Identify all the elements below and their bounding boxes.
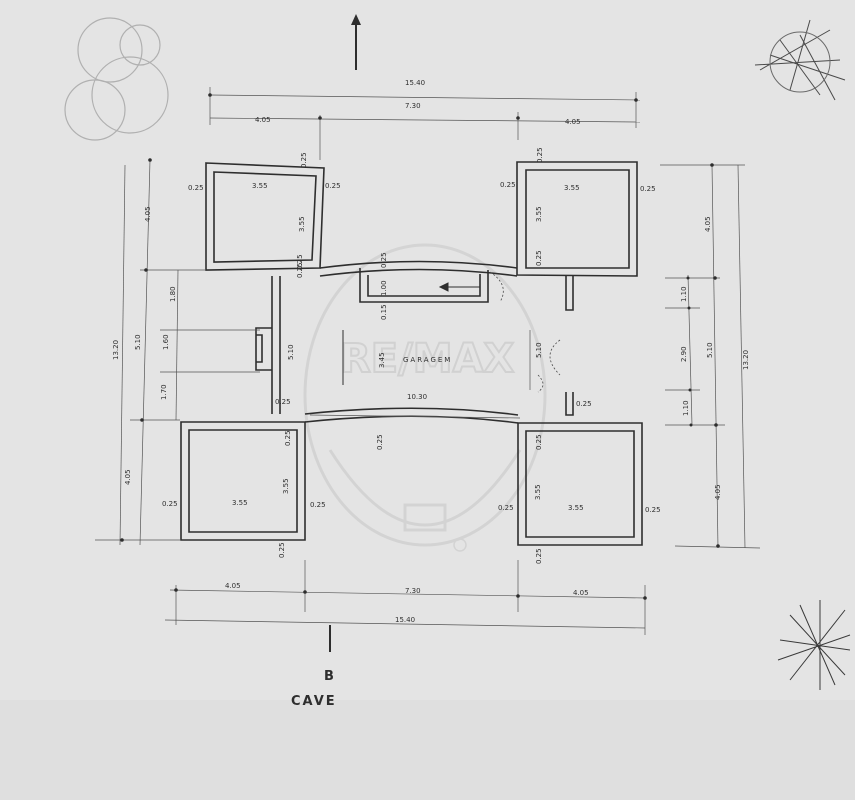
wall-room-bottom-right <box>517 422 643 546</box>
wall-bl-bottom: 0.25 <box>278 542 286 558</box>
wall-garage-top-center: 0.25 <box>380 252 388 268</box>
wall-tr-right: 0.25 <box>640 185 656 193</box>
wall-bl-left: 0.25 <box>162 500 178 508</box>
tree-symbol-bottom-right <box>777 600 851 690</box>
dim-top-right: 4.05 <box>565 118 581 126</box>
dim-left-total: 13.20 <box>112 340 120 360</box>
wall-garage-right: 0.25 <box>576 400 592 408</box>
stair-gap: 0.15 <box>380 304 388 320</box>
garage-depth-right: 5.10 <box>535 342 543 358</box>
stair-arrow-icon <box>438 282 480 292</box>
stair-depth: 1.00 <box>380 280 388 296</box>
watermark-text: RE/MAX <box>340 336 514 382</box>
walls <box>180 161 643 546</box>
room-top-left-depth: 3.55 <box>298 216 306 232</box>
north-arrow-icon <box>351 14 361 70</box>
wall-garage-right-stub-bottom <box>565 392 574 416</box>
dim-right-seg-a: 1.10 <box>680 286 688 302</box>
dim-left-upper: 4.05 <box>144 206 152 222</box>
dim-right-upper: 4.05 <box>704 216 712 232</box>
wall-niche-left <box>255 327 272 371</box>
wall-room-bottom-left <box>180 421 306 541</box>
wall-garage-left: 0.25 <box>275 398 291 406</box>
dim-top-total: 15.40 <box>405 79 425 87</box>
paper-shadow <box>0 700 855 800</box>
garage-width: 10.30 <box>407 393 427 401</box>
dim-right-lower: 4.05 <box>714 484 722 500</box>
dim-bottom-left: 4.05 <box>225 582 241 590</box>
dimension-ticks <box>120 93 720 600</box>
room-top-right-depth: 3.55 <box>535 206 543 222</box>
wall-room-top-right <box>516 161 638 277</box>
wall-br-left: 0.25 <box>498 504 514 512</box>
wall-tl-top: 0.25 <box>300 152 308 168</box>
room-bottom-right-depth: 3.55 <box>534 484 542 500</box>
section-mark: B <box>324 669 336 684</box>
dim-left-mid: 5.10 <box>134 334 142 350</box>
wall-br-bottom: 0.25 <box>535 548 543 564</box>
wall-garage-top-left: 0.25 <box>296 262 304 278</box>
remax-watermark-logo: RE/MAX <box>303 243 547 552</box>
door-swings <box>489 271 561 393</box>
wall-tr-bottom: 0.25 <box>535 250 543 266</box>
room-top-right-width: 3.55 <box>564 184 580 192</box>
wall-tl-bottom: 0.25 <box>296 254 304 270</box>
wall-bl-right: 0.25 <box>310 501 326 509</box>
dim-top-left: 4.05 <box>255 116 271 124</box>
dim-right-seg-b: 2.90 <box>680 346 688 362</box>
dim-right-seg-c: 1.10 <box>682 400 690 416</box>
drawing-title: CAVE <box>291 694 337 709</box>
room-bottom-right-width: 3.55 <box>568 504 584 512</box>
wall-tl-left: 0.25 <box>188 184 204 192</box>
tree-symbol-top-right <box>754 19 846 101</box>
wall-tl-right: 0.25 <box>325 182 341 190</box>
garage-inner: 3.45 <box>378 352 386 368</box>
stair-block <box>359 268 489 303</box>
tree-symbol-top-left <box>64 17 169 141</box>
wall-tr-left: 0.25 <box>500 181 516 189</box>
dim-left-lower: 4.05 <box>124 469 132 485</box>
dim-bottom-mid: 7.30 <box>405 587 421 595</box>
wall-bl-top: 0.25 <box>284 430 292 446</box>
dim-left-seg-b: 1.60 <box>162 334 170 350</box>
wall-tr-top: 0.25 <box>536 147 544 163</box>
dim-right-mid: 5.10 <box>706 342 714 358</box>
room-top-left-width: 3.55 <box>252 182 268 190</box>
room-bottom-left-width: 3.55 <box>232 499 248 507</box>
wall-garage-right-stub-top <box>565 276 574 311</box>
garage-label: GARAGEM <box>403 356 452 364</box>
dim-bottom-total: 15.40 <box>395 616 415 624</box>
wall-br-right: 0.25 <box>645 506 661 514</box>
wall-garage-top <box>319 260 518 269</box>
dim-bottom-right: 4.05 <box>573 589 589 597</box>
dimension-lines <box>95 87 761 635</box>
dim-left-seg-c: 1.70 <box>160 384 168 400</box>
wall-br-top: 0.25 <box>535 434 543 450</box>
room-bottom-left-depth: 3.55 <box>282 478 290 494</box>
dim-right-total: 13.20 <box>742 350 750 370</box>
dim-left-seg-a: 1.80 <box>169 286 177 302</box>
garage-depth-left: 5.10 <box>287 344 295 360</box>
dim-top-mid: 7.30 <box>405 102 421 110</box>
wall-garage-bottom-center: 0.25 <box>376 434 384 450</box>
